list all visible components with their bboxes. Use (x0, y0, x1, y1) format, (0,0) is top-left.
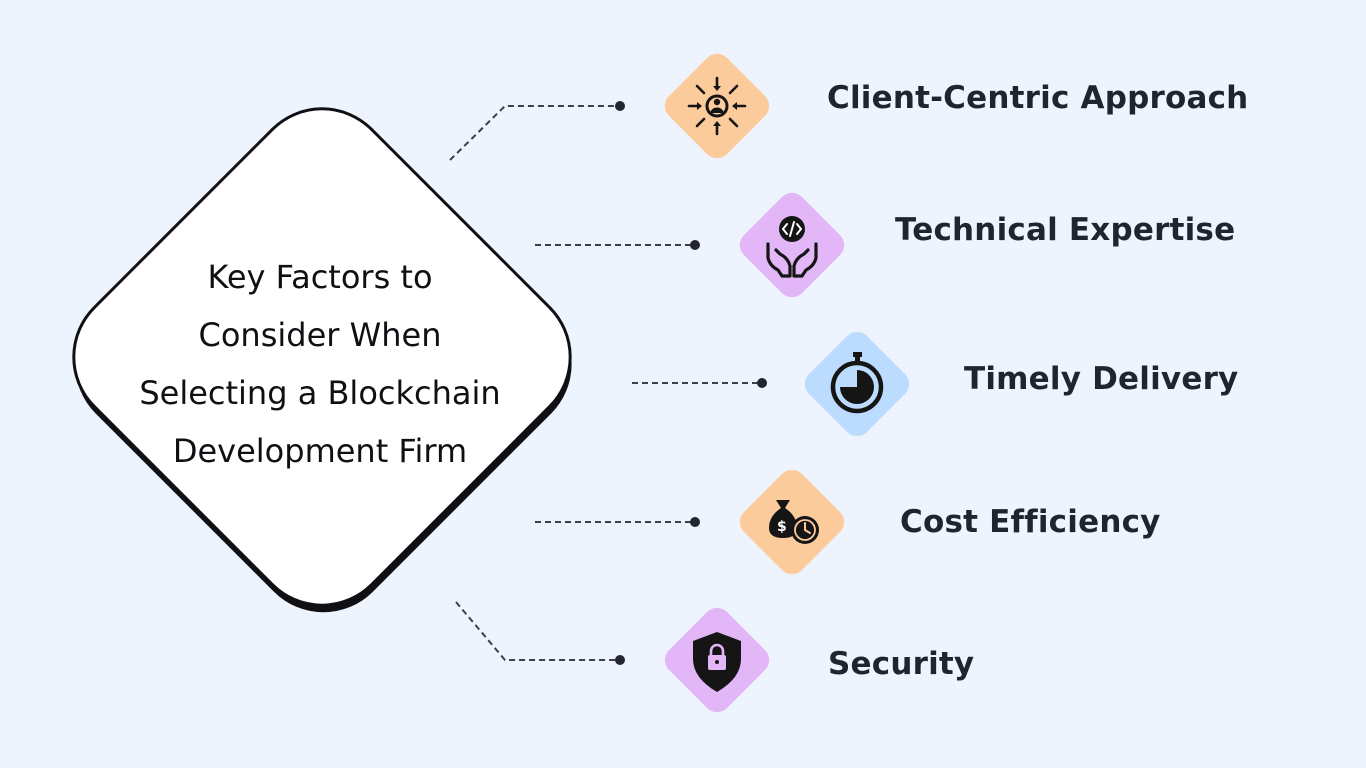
connector-dot-2 (690, 240, 700, 250)
central-title-line-1: Key Factors to (207, 258, 433, 296)
connector-dot-1 (615, 101, 625, 111)
factor-label-security: Security (828, 646, 975, 682)
svg-text:$: $ (777, 519, 787, 535)
tile-client-centric (664, 53, 770, 159)
central-title: Key Factors to Consider When Selecting a… (90, 248, 550, 480)
factor-label-technical-expertise: Technical Expertise (895, 212, 1236, 248)
connector-1 (449, 105, 620, 161)
stopwatch-icon (830, 352, 884, 414)
connector-dot-3 (757, 378, 767, 388)
tile-technical-expertise (739, 192, 845, 298)
money-bag-clock-icon: $ (769, 500, 819, 544)
central-title-line-3: Selecting a Blockchain (139, 374, 501, 412)
target-user-icon (687, 76, 747, 136)
center-diamond (72, 107, 572, 607)
connector-5 (455, 601, 620, 661)
factor-label-client-centric: Client-Centric Approach (827, 80, 1249, 116)
connector-dot-4 (690, 517, 700, 527)
connector-dot-5 (615, 655, 625, 665)
factor-label-timely-delivery: Timely Delivery (964, 361, 1239, 397)
factor-label-cost-efficiency: Cost Efficiency (900, 504, 1161, 540)
shield-lock-icon (693, 632, 741, 692)
central-title-line-4: Development Firm (172, 432, 468, 470)
central-title-line-2: Consider When (198, 316, 442, 354)
hands-code-icon (766, 216, 818, 278)
